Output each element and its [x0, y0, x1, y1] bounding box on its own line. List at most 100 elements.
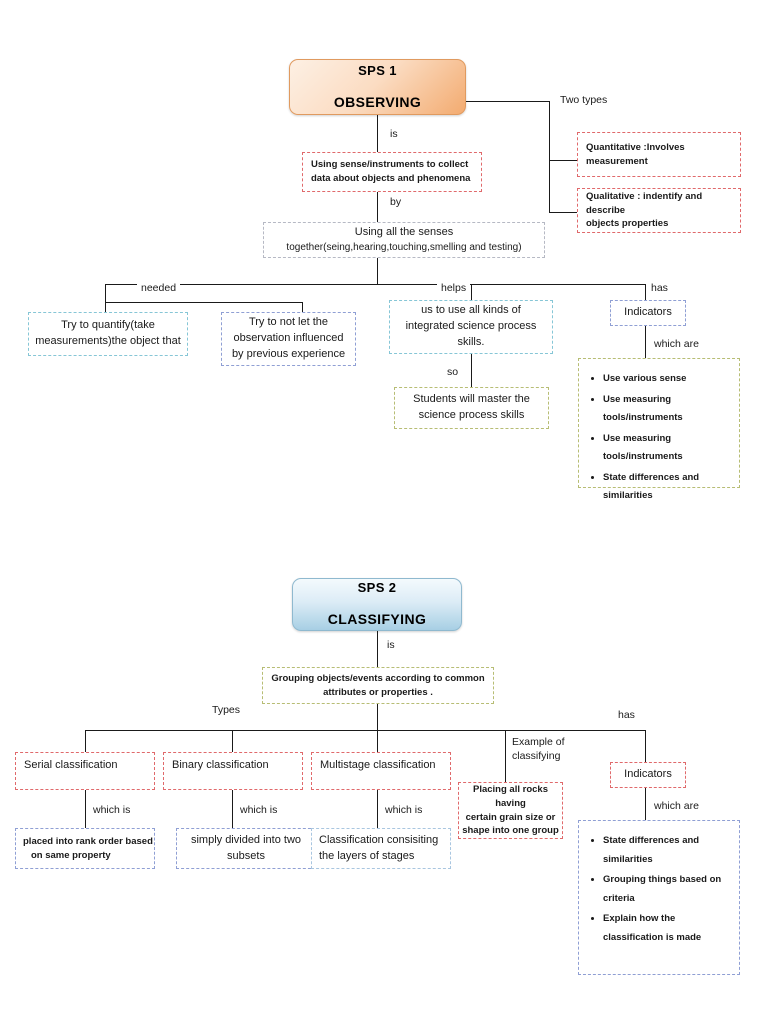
edge-label-sps1-so: so: [447, 366, 459, 378]
sps1-so-box: Students will master the science process…: [394, 387, 549, 429]
sps2-example-box: Placing all rocks having certain grain s…: [458, 782, 563, 839]
connector-sps2-definition-to-bus: [377, 704, 378, 730]
binary-detail-line-2: subsets: [227, 849, 265, 862]
edge-label-sps1-needed: needed: [137, 282, 181, 294]
sps1-indicators-list: Use various sense Use measuring tools/in…: [578, 358, 740, 501]
connector-sps2-main-bus: [85, 730, 645, 731]
connector-sps2-header-to-definition: [377, 631, 378, 667]
helps-line-3: skills.: [457, 335, 485, 348]
sps2-type-box-binary: Binary classification: [163, 752, 303, 790]
edge-label-serial-which-is: which is: [93, 804, 131, 816]
sps2-type-box-serial: Serial classification: [15, 752, 155, 790]
so-line-2: science process skills: [418, 409, 525, 421]
edge-label-sps1-helps: helps: [437, 282, 471, 294]
connector-needed-drop: [105, 284, 106, 302]
example-line-3: shape into one group: [462, 825, 559, 837]
sps1-code: SPS 1: [358, 62, 397, 78]
senses-line-2: together(seing,hearing,touching,smelling…: [286, 241, 522, 253]
sps2-detail-box-serial: placed into rank order based on same pro…: [15, 828, 155, 869]
so-line-1: Students will master the: [413, 393, 530, 406]
connector-has-drop: [645, 284, 646, 300]
no-bias-line-1: Try to not let the: [248, 316, 329, 329]
sps1-indicator-item: State differences and similarities: [603, 469, 731, 506]
sps1-definition-line-1: Using sense/instruments to collect: [311, 159, 469, 171]
edge-label-binary-which-is: which is: [240, 804, 278, 816]
serial-detail-line-2: on same property: [31, 849, 111, 861]
edge-label-multistage-which-is: which is: [385, 804, 423, 816]
edge-label-sps2-is: is: [387, 639, 395, 651]
no-bias-line-2: observation influenced: [233, 332, 344, 345]
sps2-type-box-multistage: Multistage classification: [311, 752, 451, 790]
sps1-indicators-label-box: Indicators: [610, 300, 686, 326]
sps2-indicators-list: State differences and similarities Group…: [578, 820, 740, 975]
quantify-line-2: measurements)the object that: [35, 335, 181, 347]
edge-label-example-of: Example of: [512, 736, 565, 748]
edge-label-sps2-types: Types: [212, 704, 241, 716]
edge-label-sps1-by: by: [390, 196, 402, 208]
connector-sps1-header-to-definition: [377, 115, 378, 161]
connector-serial-drop: [85, 730, 86, 752]
quantitative-line-1: Quantitative :Involves: [586, 141, 685, 153]
serial-detail-line-1: placed into rank order based: [23, 835, 153, 847]
example-line-2: certain grain size or: [465, 811, 556, 823]
helps-line-1: us to use all kinds of: [421, 304, 521, 317]
connector-sps1-main-bus: [105, 284, 645, 285]
multistage-detail-line-2: the layers of stages: [319, 849, 415, 862]
connector-twotypes-vertical-bus: [549, 101, 550, 213]
connector-to-quantitative: [549, 160, 577, 161]
senses-line-1: Using all the senses: [354, 225, 454, 238]
binary-detail-line-1: simply divided into two: [190, 833, 302, 846]
qualitative-line-1: Qualitative : indentify and describe: [586, 190, 703, 216]
edge-label-sps2-which-are: which are: [654, 800, 699, 812]
connector-needed-left-drop: [105, 302, 106, 312]
sps2-header-node: SPS 2 CLASSIFYING: [292, 578, 462, 631]
edge-label-sps1-is: is: [390, 128, 398, 140]
sps1-indicator-item: Use measuring tools/instruments: [603, 430, 731, 467]
sps2-definition-box: Grouping objects/events according to com…: [262, 667, 494, 704]
connector-helps-drop: [471, 284, 472, 300]
sps2-indicators-label-box: Indicators: [610, 762, 686, 788]
connector-needed-bus: [105, 302, 302, 303]
connector-multistage-drop: [377, 730, 378, 752]
edge-label-sps1-has: has: [651, 282, 668, 294]
quantitative-line-2: measurement: [586, 155, 648, 167]
sps2-indicators-label: Indicators: [624, 768, 672, 781]
no-bias-line-3: by previous experience: [231, 347, 346, 360]
sps1-type-quantitative: Quantitative :Involves measurement: [577, 132, 741, 177]
helps-line-2: integrated science process: [405, 320, 537, 333]
connector-example-drop: [505, 730, 506, 782]
edge-label-sps1-two-types: Two types: [560, 94, 608, 106]
sps2-name: CLASSIFYING: [327, 611, 427, 628]
sps1-name: OBSERVING: [333, 93, 422, 110]
sps2-detail-box-binary: simply divided into two subsets: [176, 828, 316, 869]
sps2-indicator-item: State differences and similarities: [603, 832, 731, 869]
connector-to-qualitative: [549, 212, 577, 213]
connector-serial-to-detail: [85, 790, 86, 828]
connector-definition-to-senses: [377, 192, 378, 222]
example-line-1: Placing all rocks having: [473, 783, 548, 809]
sps2-code: SPS 2: [357, 580, 397, 596]
multistage-detail-line-1: Classification consisiting: [319, 833, 439, 846]
sps1-header-node: SPS 1 OBSERVING: [289, 59, 466, 115]
sps1-indicator-item: Use various sense: [603, 370, 731, 389]
qualitative-line-2: objects properties: [586, 218, 669, 230]
quantify-line-1: Try to quantify(take: [61, 319, 155, 332]
serial-title: Serial classification: [24, 759, 118, 771]
sps1-helps-box: us to use all kinds of integrated scienc…: [389, 300, 553, 354]
sps1-type-qualitative: Qualitative : indentify and describe obj…: [577, 188, 741, 233]
sps1-indicator-item: Use measuring tools/instruments: [603, 391, 731, 428]
sps1-definition-box: Using sense/instruments to collect data …: [302, 152, 482, 192]
sps1-definition-line-2: data about objects and phenomena: [311, 173, 471, 184]
connector-sps2-indicators-to-list: [645, 788, 646, 820]
multistage-title: Multistage classification: [320, 759, 436, 771]
connector-indicators-to-list: [645, 326, 646, 358]
connector-senses-to-bus: [377, 258, 378, 284]
sps2-indicator-item: Explain how the classification is made: [603, 910, 731, 947]
connector-helps-to-so: [471, 354, 472, 387]
sps1-indicators-label: Indicators: [624, 306, 672, 319]
connector-needed-right-drop: [302, 302, 303, 312]
connector-multistage-to-detail: [377, 790, 378, 828]
connector-sps2-has-drop: [645, 730, 646, 762]
connector-sps1-header-to-twotypes-bus: [466, 101, 549, 102]
